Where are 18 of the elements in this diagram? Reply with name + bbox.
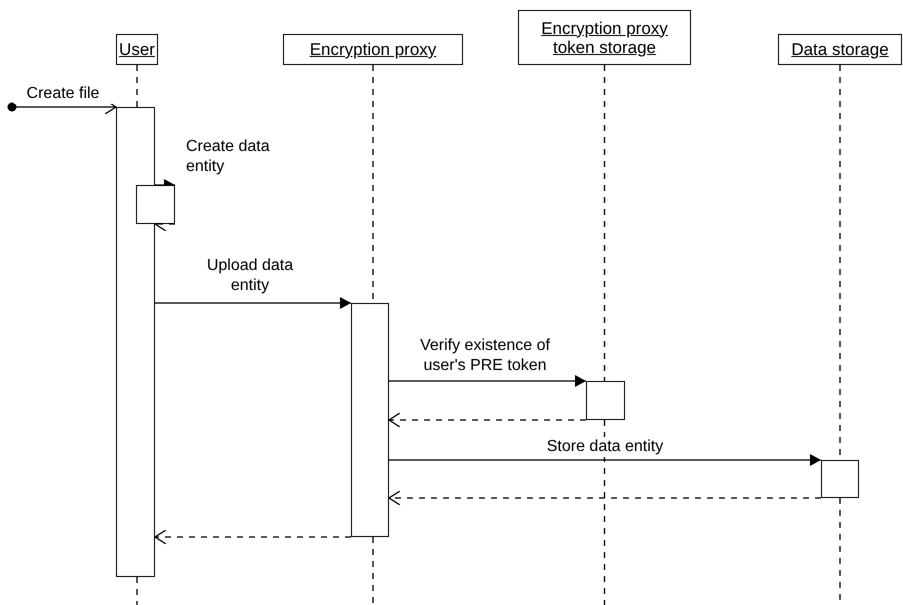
participant-box: User <box>116 34 158 65</box>
activation-bar <box>351 303 389 537</box>
participant-box: Encryption proxy <box>283 34 463 65</box>
message-arrow <box>389 375 586 387</box>
return-arrow <box>388 490 821 506</box>
message-arrow <box>155 297 351 309</box>
return-arrow <box>388 412 586 428</box>
participant-box: Encryption proxy token storage <box>518 10 691 65</box>
lifeline <box>604 65 606 381</box>
message-label: Create file <box>14 84 112 104</box>
activation-bar <box>821 460 859 498</box>
lifeline <box>136 65 138 107</box>
message-arrow <box>389 454 821 466</box>
participant-box: Data storage <box>778 34 902 65</box>
activation-bar <box>136 185 175 224</box>
activation-bar <box>586 381 625 420</box>
return-arrow <box>154 529 351 545</box>
activation-bar <box>116 107 155 577</box>
